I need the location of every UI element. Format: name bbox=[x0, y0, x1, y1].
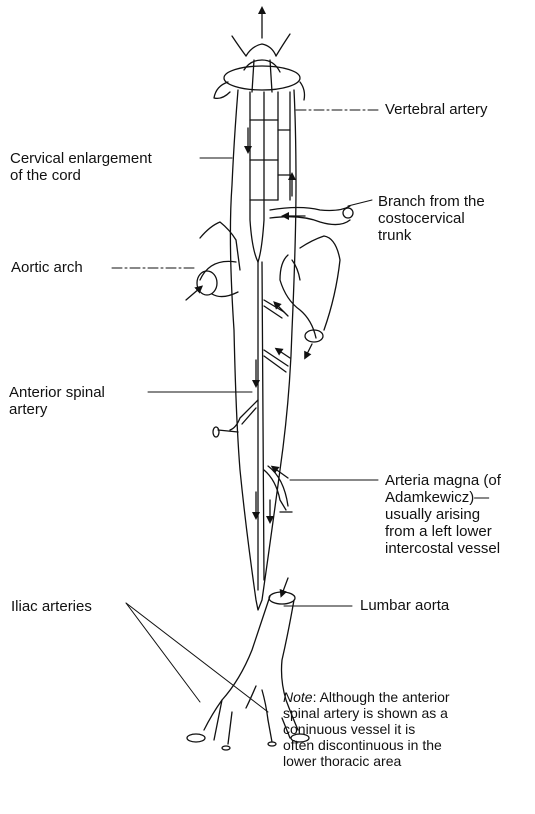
note-line-4: often discontinuous in the bbox=[283, 737, 450, 753]
note-prefix: Note bbox=[283, 689, 313, 705]
label-cervical-enlargement-line-2: of the cord bbox=[10, 167, 152, 184]
label-anterior-spinal-artery-line-2: artery bbox=[9, 401, 105, 418]
leader-lines bbox=[112, 110, 378, 712]
label-lumbar-aorta-text: Lumbar aorta bbox=[360, 597, 449, 614]
label-arteria-magna-line-3: usually arising bbox=[385, 506, 501, 523]
label-aortic-arch-text: Aortic arch bbox=[11, 259, 83, 276]
label-branch-costocervical-line-1: Branch from the bbox=[378, 193, 485, 210]
note-line-3: coninuous vessel it is bbox=[283, 721, 450, 737]
label-lumbar-aorta: Lumbar aorta bbox=[360, 597, 449, 614]
note-line-5: lower thoracic area bbox=[283, 753, 450, 769]
figure-note: Note: Although the anterior spinal arter… bbox=[283, 689, 450, 769]
label-arteria-magna-line-5: intercostal vessel bbox=[385, 540, 501, 557]
label-branch-costocervical-line-2: costocervical bbox=[378, 210, 485, 227]
label-anterior-spinal-artery: Anterior spinal artery bbox=[9, 384, 105, 418]
label-arteria-magna-line-4: from a left lower bbox=[385, 523, 501, 540]
label-branch-costocervical-line-3: trunk bbox=[378, 227, 485, 244]
arteria-magna bbox=[264, 466, 292, 520]
costocervical-branch bbox=[270, 206, 353, 225]
label-cervical-enlargement: Cervical enlargement of the cord bbox=[10, 150, 152, 184]
label-cervical-enlargement-line-1: Cervical enlargement bbox=[10, 150, 152, 167]
note-line-1-text: : Although the anterior bbox=[313, 689, 450, 705]
vertebral-arteries bbox=[250, 92, 290, 262]
label-vertebral-artery: Vertebral artery bbox=[385, 101, 488, 118]
label-arteria-magna: Arteria magna (of Adamkewicz)— usually a… bbox=[385, 472, 501, 557]
label-iliac-arteries: Iliac arteries bbox=[11, 598, 92, 615]
note-line-2: spinal artery is shown as a bbox=[283, 705, 450, 721]
label-arteria-magna-line-1: Arteria magna (of bbox=[385, 472, 501, 489]
label-branch-costocervical: Branch from the costocervical trunk bbox=[378, 193, 485, 244]
label-vertebral-artery-text: Vertebral artery bbox=[385, 101, 488, 118]
label-arteria-magna-line-2: Adamkewicz)— bbox=[385, 489, 501, 506]
label-iliac-arteries-text: Iliac arteries bbox=[11, 598, 92, 615]
label-aortic-arch: Aortic arch bbox=[11, 259, 83, 276]
intercostal-branches bbox=[213, 300, 290, 437]
label-anterior-spinal-artery-line-1: Anterior spinal bbox=[9, 384, 105, 401]
cerebral-vessels bbox=[214, 10, 305, 100]
note-line-1: Note: Although the anterior bbox=[283, 689, 450, 705]
